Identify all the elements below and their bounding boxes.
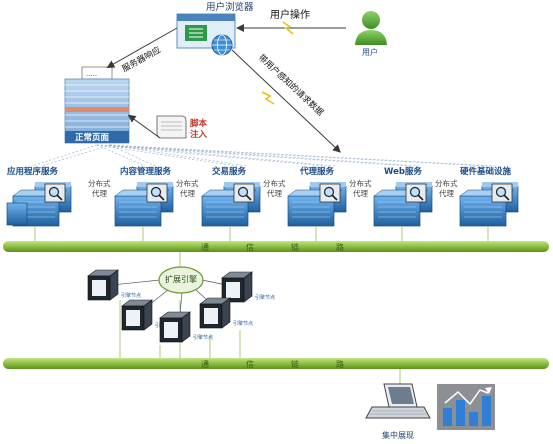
- monitor-magnifier-icon: [44, 183, 66, 203]
- page-stack: ..... 正常页面: [64, 66, 130, 144]
- communication-bus-top: 通 信 链 路: [3, 241, 549, 252]
- user-icon: [355, 11, 387, 45]
- engine-node-label: 引擎节点: [255, 294, 275, 301]
- bus-top-char-2: 信: [246, 242, 254, 252]
- agent-label: 代理: [439, 188, 454, 198]
- services-row: 应用程序服务分布式代理内容管理服务分布式代理交易服务分布式代理代理服务分布式代理…: [6, 166, 519, 241]
- engine-node-label: 引擎节点: [121, 292, 141, 299]
- service-name: Web服务: [384, 166, 422, 177]
- monitor-magnifier-icon: [233, 183, 255, 203]
- monitor-magnifier-icon: [491, 183, 513, 203]
- bus-top-char-4: 路: [336, 242, 344, 252]
- service-name: 代理服务: [299, 166, 335, 177]
- service-name: 交易服务: [212, 166, 247, 177]
- agent-label: 代理: [267, 188, 282, 198]
- agent-label: 分布式: [263, 178, 286, 188]
- agent-label: 分布式: [349, 178, 372, 188]
- agent-label: 代理: [92, 188, 107, 198]
- engine-node-label: 引擎节点: [193, 334, 213, 341]
- engine-node-icon: 引擎节点: [159, 311, 213, 343]
- bottom-label: 集中展现: [382, 430, 414, 440]
- monitor-magnifier-icon: [146, 183, 168, 203]
- agent-label: 分布式: [176, 178, 199, 188]
- page-label: 正常页面: [75, 132, 110, 143]
- agent-label: 代理: [353, 188, 368, 198]
- laptop-icon: [365, 383, 431, 419]
- request-arrow: 带用户感知的请求数据: [231, 49, 341, 153]
- engine-node-icon: 引擎节点: [121, 299, 175, 331]
- bus-bottom-char-3: 链: [291, 359, 299, 369]
- script-label-2: 注入: [190, 129, 208, 140]
- engine-node-icon: 引擎节点: [87, 269, 141, 301]
- communication-bus-bottom: 通 信 链 路: [3, 358, 549, 369]
- monitor-magnifier-icon: [405, 183, 427, 203]
- browser-title: 用户浏览器: [206, 1, 254, 13]
- probe-rays: [31, 144, 496, 167]
- service-name: 硬件基础设施: [460, 166, 512, 177]
- bus-top-char-1: 通: [201, 242, 209, 252]
- bus-bottom-char-4: 路: [336, 359, 344, 369]
- script-label-1: 脚本: [190, 118, 208, 129]
- engine-node-icon: 引擎节点: [221, 271, 275, 303]
- engine-label: 扩展引擎: [165, 274, 197, 284]
- globe-icon: [211, 34, 233, 56]
- engine-cluster: 扩展引擎 引擎节点引擎节点引擎节点引擎节点引擎节点: [87, 252, 275, 358]
- bus-top-char-3: 链: [291, 242, 299, 252]
- service-name: 内容管理服务: [120, 166, 172, 177]
- agent-label: 分布式: [435, 178, 458, 188]
- engine-node-label: 引擎节点: [233, 320, 253, 327]
- dashboard-chart-icon: [437, 384, 495, 430]
- user-action-label: 用户操作: [270, 8, 310, 21]
- service-6: 硬件基础设施: [459, 166, 519, 241]
- server-response-label: 服务器响应: [120, 44, 163, 74]
- service-name: 应用程序服务: [7, 166, 59, 177]
- script-scroll-icon: [127, 114, 187, 139]
- agent-label: 代理: [180, 188, 195, 198]
- agent-label: 分布式: [88, 178, 111, 188]
- server-response-arrow: 服务器响应: [106, 27, 178, 75]
- monitor-magnifier-icon: [319, 183, 341, 203]
- user-action-arrow: 用户操作: [236, 8, 346, 35]
- engine-node-icon: 引擎节点: [199, 297, 253, 329]
- user-label: 用户: [362, 47, 378, 57]
- bus-bottom-char-1: 通: [201, 359, 209, 369]
- page-dots: .....: [86, 70, 97, 78]
- bus-bottom-char-2: 信: [246, 359, 254, 369]
- request-label: 带用户感知的请求数据: [256, 52, 326, 118]
